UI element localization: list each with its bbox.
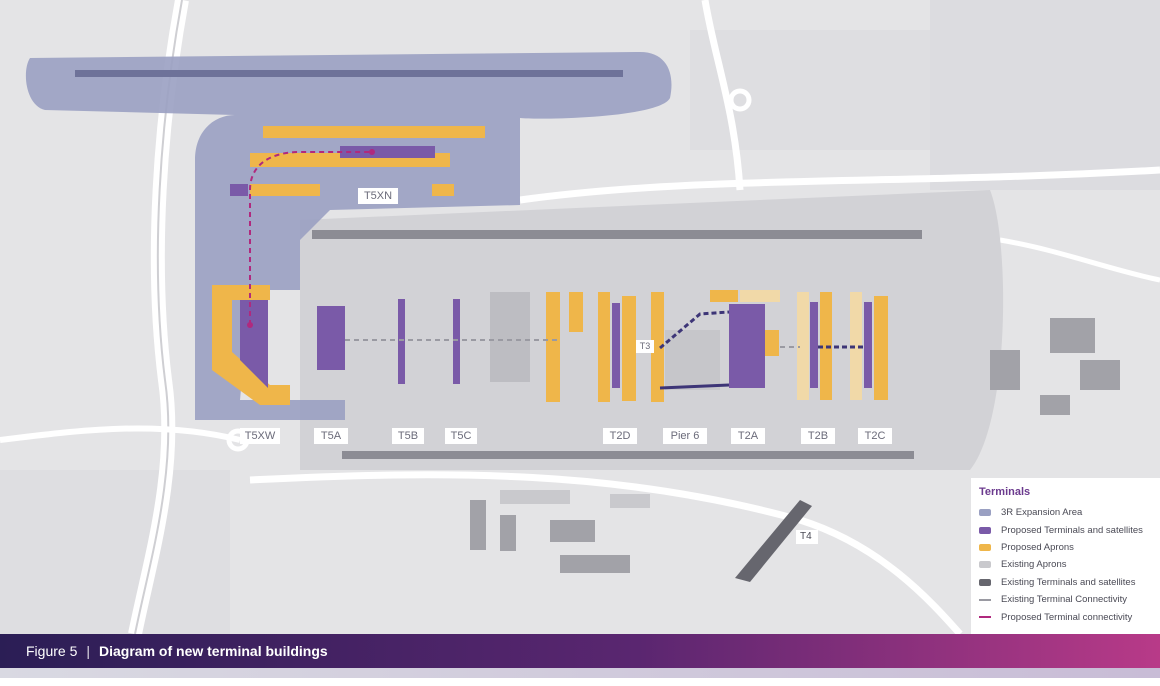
existing-building (1040, 395, 1070, 415)
roundabout (728, 88, 752, 112)
figure-caption: Figure 5 | Diagram of new terminal build… (0, 634, 1160, 668)
label-t4: T4 (800, 531, 812, 542)
legend-swatch (979, 561, 991, 569)
t5c-terminal (453, 299, 460, 384)
legend-swatch (979, 598, 991, 601)
expansion-area-north (25, 52, 672, 420)
t4-existing-apron (500, 490, 570, 504)
t2a-terminal (729, 304, 765, 388)
t2a-existing-apron (740, 290, 780, 302)
existing-building (470, 500, 486, 550)
legend-item: Existing Terminals and satellites (979, 574, 1152, 591)
t5xn-apron (250, 184, 320, 196)
northern-runway (312, 230, 922, 239)
t2b-terminal (810, 302, 818, 388)
label-t2c: T2C (858, 428, 892, 444)
caption-separator: | (86, 643, 90, 659)
proposed-terminal-connectivity (659, 310, 730, 350)
t4-existing-apron (610, 494, 650, 508)
t5b-terminal (398, 299, 405, 384)
connectivity-node (369, 149, 375, 155)
t2c-terminal (864, 302, 872, 388)
field-patch (0, 470, 230, 634)
t2d-apron (622, 296, 636, 401)
figure-number: Figure 5 (26, 643, 78, 659)
t2d-apron (546, 292, 560, 402)
label-t2d: T2D (603, 428, 637, 444)
proposed-terminal-connectivity-t5xn (249, 151, 372, 325)
footer-strip (0, 668, 1160, 678)
existing-building (500, 515, 516, 551)
existing-building (560, 555, 630, 573)
existing-building (1050, 318, 1095, 353)
label-t5xn: T5XN (358, 188, 398, 204)
legend-title: Terminals (979, 486, 1031, 498)
north-runway (75, 70, 623, 77)
legend-item: Proposed Aprons (979, 539, 1152, 556)
existing-building (550, 520, 595, 542)
figure-title: Diagram of new terminal buildings (99, 643, 328, 659)
t2d-apron (598, 292, 610, 402)
label-t5a: T5A (314, 428, 348, 444)
proposed-terminal-connectivity (659, 383, 730, 390)
legend-swatch (979, 543, 991, 551)
label-pier6: Pier 6 (663, 428, 707, 444)
t5xn-apron (263, 126, 485, 138)
t2d-apron (569, 292, 583, 332)
existing-terminal-area (490, 292, 530, 382)
t2d-terminal (612, 303, 620, 388)
legend-label: Proposed Terminals and satellites (1001, 524, 1143, 536)
t5xw-apron (212, 285, 290, 405)
t2a-apron (765, 330, 779, 356)
road-north-vertical (701, 0, 744, 191)
t5xn-satellite (230, 184, 248, 196)
t2c-apron (850, 292, 862, 400)
legend-swatch (979, 616, 991, 619)
road-north (519, 166, 1160, 204)
label-t2b: T2B (801, 428, 835, 444)
t3-area (665, 330, 720, 390)
label-t5b: T5B (392, 428, 424, 444)
label-t5xw: T5XW (240, 428, 280, 444)
road-south (249, 471, 963, 637)
legend-label: Existing Terminals and satellites (1001, 576, 1136, 588)
road-east (999, 237, 1160, 283)
t4-label-box (796, 530, 818, 544)
t5xn-apron (432, 184, 454, 196)
field-patch (930, 0, 1160, 190)
t4-existing-terminal (735, 500, 812, 582)
legend-label: Proposed Terminal connectivity (1001, 611, 1133, 623)
pier6-apron (651, 292, 664, 402)
label-t2a: T2A (731, 428, 765, 444)
legend-swatch (979, 509, 991, 517)
legend-swatch (979, 526, 991, 534)
legend-label: Proposed Aprons (1001, 541, 1074, 553)
legend-label: Existing Terminal Connectivity (1001, 594, 1128, 606)
label-t3: T3 (636, 340, 654, 353)
existing-building (1080, 360, 1120, 390)
southern-runway (342, 451, 914, 459)
t2a-apron (710, 290, 738, 302)
t2b-apron (797, 292, 809, 400)
legend-item: Proposed Terminal connectivity (979, 608, 1152, 625)
label-t5c: T5C (445, 428, 477, 444)
legend-swatch (979, 578, 991, 586)
existing-building (990, 350, 1020, 390)
connectivity-node (247, 322, 253, 328)
legend-item: Existing Aprons (979, 556, 1152, 573)
road-southwest (0, 425, 241, 443)
legend-label: Existing Aprons (1001, 559, 1067, 571)
t5xn-satellite (340, 146, 435, 158)
legend-item: Existing Terminal Connectivity (979, 591, 1152, 608)
t5a-terminal (317, 306, 345, 370)
legend-item: Proposed Terminals and satellites (979, 521, 1152, 538)
t5xw-terminal (240, 300, 268, 388)
legend-label: 3R Expansion Area (1001, 507, 1083, 519)
legend-item: 3R Expansion Area (979, 504, 1152, 521)
t2c-apron (874, 296, 888, 400)
